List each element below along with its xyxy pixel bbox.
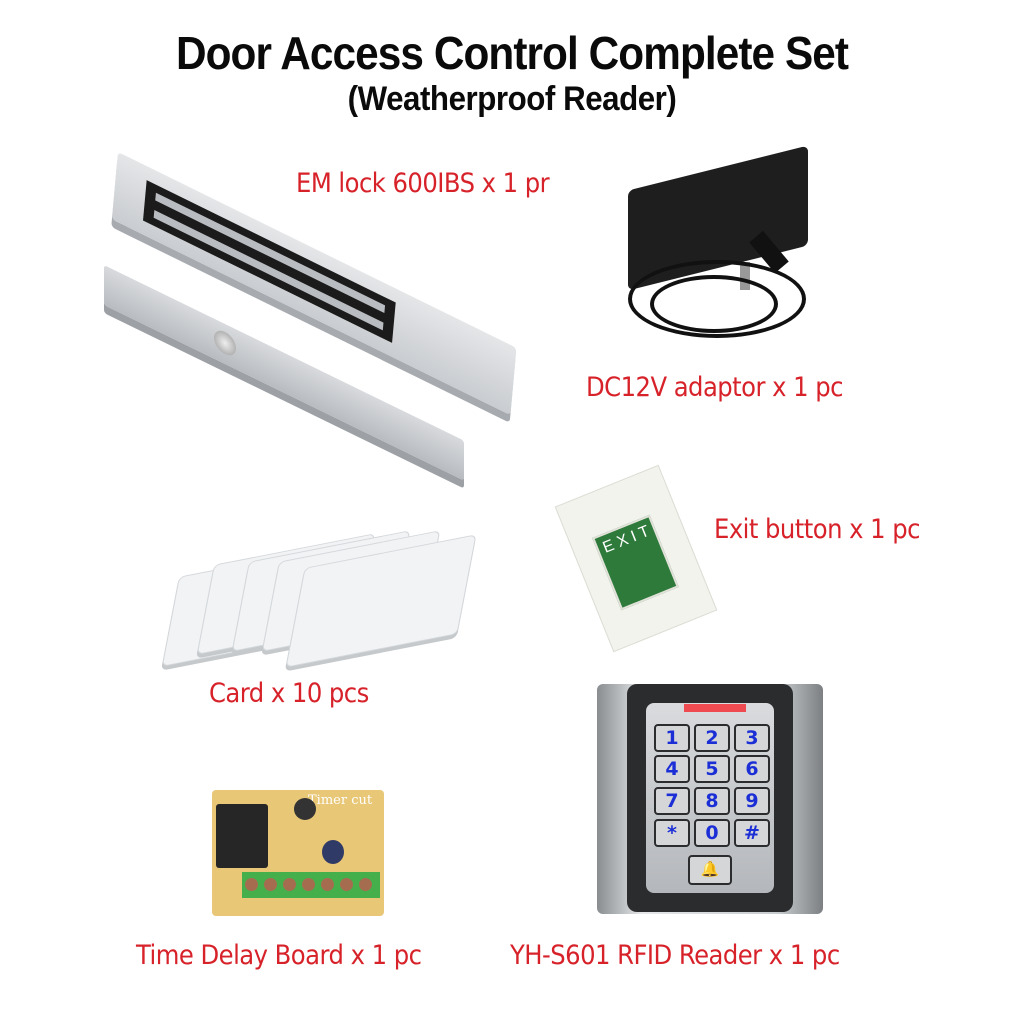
rfid-reader-label: YH-S601 RFID Reader x 1 pc	[510, 940, 840, 971]
page-title: Door Access Control Complete Set	[175, 27, 849, 79]
relay-component	[216, 804, 268, 868]
time-delay-board-label: Time Delay Board x 1 pc	[136, 940, 422, 971]
exit-button-label: Exit button x 1 pc	[714, 514, 921, 545]
board-text: Timer cut	[308, 793, 373, 808]
key-9: 9	[734, 787, 770, 815]
em-lock-label: EM lock 600IBS x 1 pr	[296, 168, 550, 199]
time-delay-board-image: Timer cut	[212, 790, 384, 916]
exit-button-image: E X I T	[554, 464, 718, 653]
key-0: 0	[694, 819, 730, 847]
key-4: 4	[654, 755, 690, 783]
key-8: 8	[694, 787, 730, 815]
key-star: *	[654, 819, 690, 847]
adaptor-label: DC12V adaptor x 1 pc	[586, 372, 844, 403]
bell-icon: 🔔	[688, 855, 732, 885]
page-subtitle: (Weatherproof Reader)	[347, 80, 677, 118]
status-led	[684, 704, 746, 712]
key-1: 1	[654, 724, 690, 752]
key-2: 2	[694, 724, 730, 752]
key-5: 5	[694, 755, 730, 783]
key-6: 6	[734, 755, 770, 783]
key-hash: #	[734, 819, 770, 847]
exit-sign: E X I T	[592, 514, 679, 611]
card-label: Card x 10 pcs	[209, 678, 369, 709]
screw-icon	[214, 326, 236, 360]
key-7: 7	[654, 787, 690, 815]
key-3: 3	[734, 724, 770, 752]
